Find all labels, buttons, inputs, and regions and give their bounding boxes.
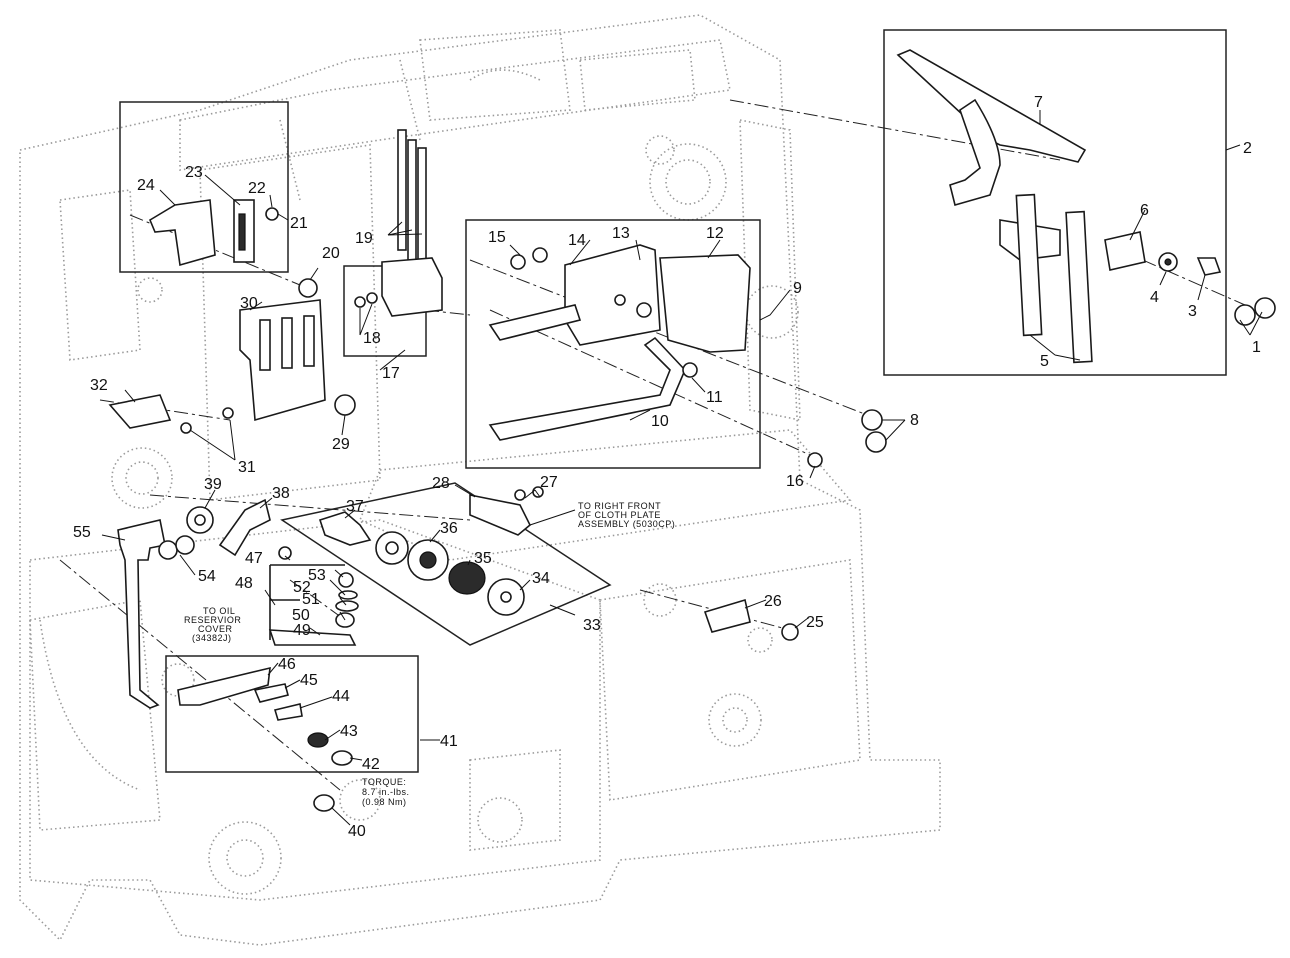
part-label-47: 47: [245, 550, 263, 567]
part-label-13: 13: [612, 225, 630, 242]
part-label-34: 34: [532, 570, 550, 587]
part-label-11: 11: [706, 389, 723, 406]
part-label-35: 35: [474, 550, 492, 567]
group-frame-33: [280, 482, 612, 646]
part-label-44: 44: [332, 688, 350, 705]
machine-body-ghost: [19, 14, 941, 946]
part-label-52: 52: [293, 579, 311, 596]
part-label-39: 39: [204, 476, 222, 493]
note-torque-line3: (0.98 Nm): [362, 797, 407, 807]
group-frame-9: [465, 219, 761, 469]
part-label-7: 7: [1034, 94, 1043, 111]
parts-33-37: [318, 511, 525, 616]
part-label-21: 21: [290, 215, 308, 232]
part-label-19: 19: [355, 230, 373, 247]
frame-9-parts: [488, 244, 751, 441]
part-label-42: 42: [362, 756, 380, 773]
note-cloth-plate-line1: TO RIGHT FRONT: [578, 501, 661, 511]
part-label-2: 2: [1243, 140, 1252, 157]
note-cloth-plate-line2: OF CLOTH PLATE: [578, 510, 661, 520]
frame-21-parts: [148, 199, 279, 267]
frame-2-parts: [896, 49, 1276, 364]
part-label-1: 1: [1252, 339, 1261, 356]
note-oil-cover-line3: COVER: [198, 624, 233, 634]
part-label-9: 9: [793, 280, 802, 297]
part-label-22: 22: [248, 180, 266, 197]
part-label-31: 31: [238, 459, 256, 476]
part-label-14: 14: [568, 232, 586, 249]
note-oil-cover-line1: TO OIL: [203, 606, 235, 616]
part-label-51: 51: [302, 591, 320, 608]
part-label-49: 49: [293, 622, 311, 639]
part-label-20: 20: [322, 245, 340, 262]
frame-41-parts: [177, 666, 353, 766]
part-label-54: 54: [198, 568, 216, 585]
parts-19-17-18: [354, 129, 443, 317]
part-label-27: 27: [540, 474, 558, 491]
part-label-45: 45: [300, 672, 318, 689]
part-49-plate: [268, 629, 357, 646]
group-frame-21: [119, 101, 289, 273]
leader-lines: [101, 110, 1263, 826]
part-label-18: 18: [363, 330, 381, 347]
part-label-17: 17: [382, 365, 400, 382]
part-label-48: 48: [235, 575, 253, 592]
part-label-43: 43: [340, 723, 358, 740]
note-cloth-plate-line3: ASSEMBLY (5030CP): [578, 519, 675, 529]
part-label-24: 24: [137, 177, 155, 194]
part-label-55: 55: [73, 524, 91, 541]
part-label-23: 23: [185, 164, 203, 181]
part-label-46: 46: [278, 656, 296, 673]
parts-38-39-47-55: [117, 498, 359, 709]
part-label-25: 25: [806, 614, 824, 631]
part-label-37: 37: [346, 498, 364, 515]
part-6-block: [1104, 231, 1146, 271]
part-label-38: 38: [272, 485, 290, 502]
part-label-30: 30: [240, 295, 258, 312]
part-label-33: 33: [583, 617, 601, 634]
parts-27-28: [469, 486, 544, 536]
part-label-53: 53: [308, 567, 326, 584]
part-label-41: 41: [440, 733, 458, 750]
part-label-36: 36: [440, 520, 458, 537]
part-12-box: [659, 254, 751, 353]
part-number-labels: 1 2 3 4 5 6 7 8 9 10 11 12 13 14 15 16 1…: [73, 94, 1261, 840]
part-label-12: 12: [706, 225, 724, 242]
part-label-3: 3: [1188, 303, 1197, 320]
part-label-26: 26: [764, 593, 782, 610]
part-label-16: 16: [786, 473, 804, 490]
part-label-5: 5: [1040, 353, 1049, 370]
note-oil-cover-line4: (34382J): [192, 633, 232, 643]
group-frame-41: [165, 655, 419, 773]
part-label-10: 10: [651, 413, 669, 430]
part-label-28: 28: [432, 475, 450, 492]
parts-29-30-31-32: [108, 299, 356, 434]
part-label-8: 8: [910, 412, 919, 429]
note-torque-line1: TORQUE:: [362, 777, 406, 787]
part-label-32: 32: [90, 377, 108, 394]
part-label-50: 50: [292, 607, 310, 624]
note-torque-line2: 8.7 in.-lbs.: [362, 787, 410, 797]
note-oil-cover-line2: RESERVIOR: [184, 615, 241, 625]
group-frame-2: [883, 29, 1227, 376]
part-label-6: 6: [1140, 202, 1149, 219]
annotation-notes: TO RIGHT FRONT OF CLOTH PLATE ASSEMBLY (…: [184, 501, 675, 807]
part-label-29: 29: [332, 436, 350, 453]
part-label-4: 4: [1150, 289, 1159, 306]
part-label-15: 15: [488, 229, 506, 246]
part-label-40: 40: [348, 823, 366, 840]
